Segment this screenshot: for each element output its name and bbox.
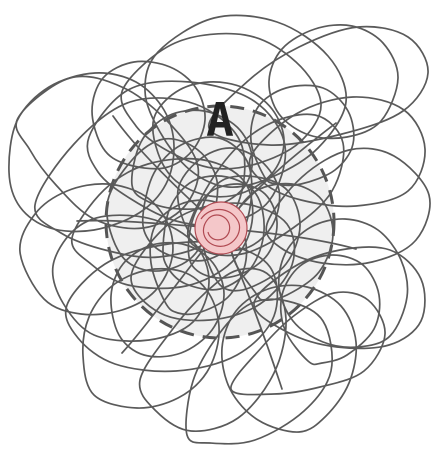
center-knot [195,202,247,254]
loop-path-37 [269,25,398,138]
region-label: A [206,93,234,147]
